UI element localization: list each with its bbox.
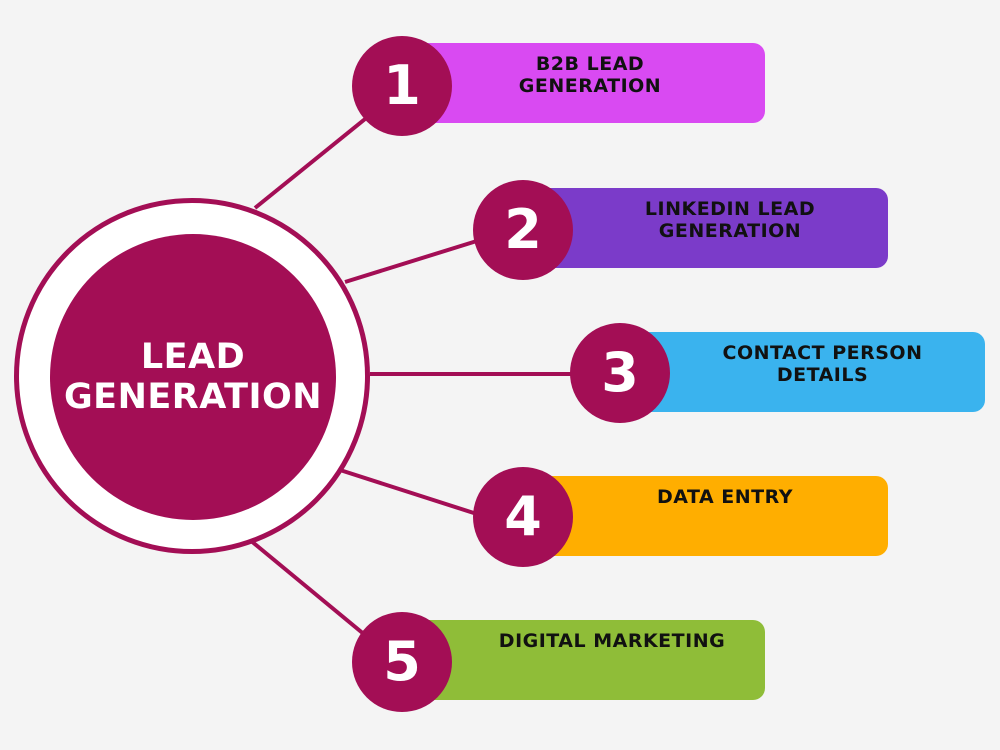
hub-title: LEAD GENERATION (63, 337, 323, 417)
item-label-2: LINKEDIN LEAD GENERATION (644, 198, 816, 242)
hub-title-line1: LEAD (140, 337, 246, 377)
connector-1 (253, 113, 372, 210)
item-bar-1: B2B LEAD GENERATION (405, 43, 765, 123)
item-number-badge-4: 4 (473, 467, 573, 567)
connector-2 (344, 238, 481, 284)
item-number-3: 3 (601, 341, 639, 404)
item-number-4: 4 (504, 485, 542, 548)
hub-circle: LEAD GENERATION (50, 234, 336, 520)
item-bar-4: DATA ENTRY (525, 476, 888, 556)
item-label-4: DATA ENTRY (657, 486, 793, 508)
connector-5 (248, 538, 367, 637)
item-number-2: 2 (504, 198, 542, 261)
item-number-1: 1 (383, 54, 421, 117)
item-label-5: DIGITAL MARKETING (498, 630, 726, 652)
item-number-badge-2: 2 (473, 180, 573, 280)
item-number-badge-1: 1 (352, 36, 452, 136)
item-bar-2: LINKEDIN LEAD GENERATION (525, 188, 888, 268)
connector-4 (339, 468, 481, 517)
item-number-badge-3: 3 (570, 323, 670, 423)
hub-title-line2: GENERATION (63, 377, 323, 417)
item-label-3: CONTACT PERSON DETAILS (722, 342, 923, 386)
item-number-badge-5: 5 (352, 612, 452, 712)
item-label-1: B2B LEAD GENERATION (518, 53, 662, 97)
item-bar-5: DIGITAL MARKETING (405, 620, 765, 700)
item-bar-3: CONTACT PERSON DETAILS (620, 332, 985, 412)
item-number-5: 5 (383, 630, 421, 693)
